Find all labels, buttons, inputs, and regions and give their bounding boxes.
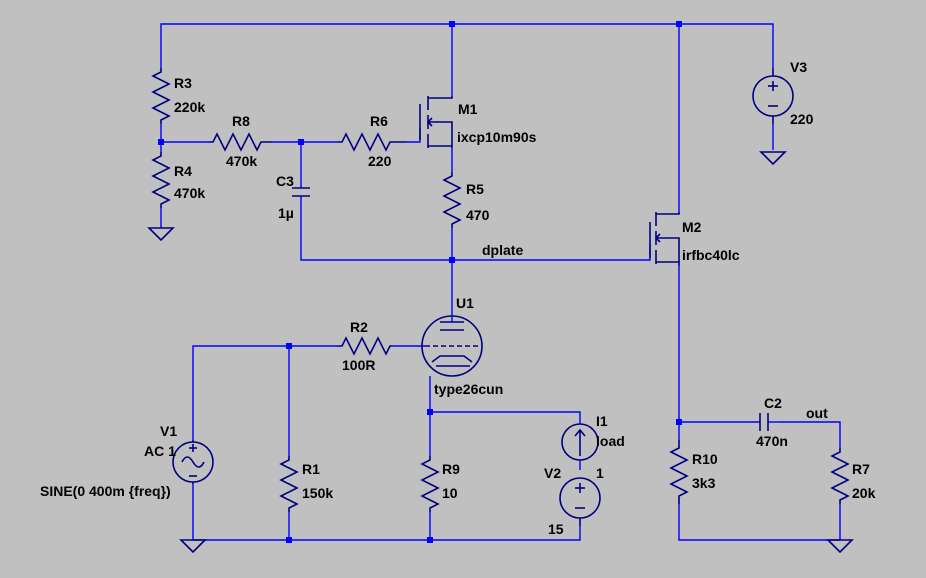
label-r5-name: R5	[466, 181, 484, 197]
voltage-source-v3[interactable]	[752, 68, 794, 124]
label-r1-name: R1	[302, 461, 320, 477]
label-r7-value: 20k	[852, 485, 876, 501]
label-r10-name: R10	[692, 451, 718, 467]
wire-r2-left[interactable]	[192, 345, 338, 440]
label-r8-value: 470k	[226, 153, 257, 169]
label-v1-value: AC 1	[144, 443, 176, 459]
wire-out[interactable]	[780, 421, 841, 448]
ground-v3	[759, 151, 787, 166]
label-net-dplate: dplate	[482, 242, 523, 258]
ground-v1	[179, 539, 207, 554]
label-c3-name: C3	[276, 173, 294, 189]
resistor-r10[interactable]	[669, 440, 689, 504]
voltage-source-v1[interactable]	[172, 440, 214, 484]
label-r10-value: 3k3	[692, 475, 716, 491]
triode-u1[interactable]	[421, 315, 483, 377]
label-v3-name: V3	[790, 59, 807, 75]
wire-r6-gate[interactable]	[406, 128, 421, 143]
label-u1-value: type26cun	[434, 381, 503, 397]
labels: R3 220k R4 470k R8 470k R6 220 C3 1µ M1 …	[40, 59, 876, 537]
label-i1-extra: 1	[596, 465, 604, 481]
label-r6-value: 220	[368, 153, 392, 169]
mosfet-m1[interactable]	[419, 96, 453, 148]
label-m2-value: irfbc40lc	[682, 247, 740, 263]
label-v3-value: 220	[790, 111, 814, 127]
label-c2-value: 470n	[756, 433, 788, 449]
resistor-r8[interactable]	[209, 132, 272, 152]
label-r2-value: 100R	[342, 357, 375, 373]
label-c2-name: C2	[764, 395, 782, 411]
junction-divider	[158, 139, 164, 145]
wire-r10-r7-ground[interactable]	[678, 504, 840, 541]
label-r1-value: 150k	[302, 485, 333, 501]
resistor-r5[interactable]	[442, 172, 462, 228]
wire-cathode-i1[interactable]	[430, 411, 581, 424]
junction-ground-r9	[427, 537, 433, 543]
mosfet-m2[interactable]	[649, 212, 680, 266]
junction-m2-source	[676, 419, 682, 425]
label-r4-name: R4	[174, 163, 192, 179]
label-v1-spice: SINE(0 400m {freq})	[40, 483, 171, 499]
label-r9-value: 10	[442, 485, 458, 501]
junction-top-m1	[449, 21, 455, 27]
resistor-r2[interactable]	[338, 336, 392, 356]
resistor-r1[interactable]	[279, 456, 299, 512]
junction-c3-top	[298, 139, 304, 145]
resistor-r4[interactable]	[151, 152, 171, 208]
label-r7-name: R7	[852, 461, 870, 477]
resistor-r9[interactable]	[420, 456, 440, 512]
capacitor-c2[interactable]	[759, 413, 780, 431]
wires	[160, 23, 841, 541]
label-v2-value: 15	[548, 521, 564, 537]
resistor-r7[interactable]	[830, 448, 850, 504]
wire-ground-bus[interactable]	[192, 484, 581, 541]
junction-cathode	[427, 409, 433, 415]
label-c3-value: 1µ	[278, 205, 294, 221]
label-r6-name: R6	[370, 113, 388, 129]
ground-r4	[147, 227, 175, 242]
junctions	[158, 21, 682, 543]
label-v2-name: V2	[544, 465, 561, 481]
label-r3-name: R3	[174, 75, 192, 91]
voltage-source-v2[interactable]	[559, 477, 601, 526]
current-source-i1[interactable]	[561, 423, 599, 461]
resistor-r6[interactable]	[338, 132, 406, 152]
ground-r7	[826, 539, 854, 554]
label-r5-value: 470	[466, 207, 490, 223]
capacitor-c3[interactable]	[292, 187, 310, 197]
wire-top-rail[interactable]	[160, 23, 774, 68]
label-r2-name: R2	[350, 319, 368, 335]
label-r3-value: 220k	[174, 99, 205, 115]
label-m2-name: M2	[682, 219, 702, 235]
label-u1-name: U1	[456, 295, 474, 311]
label-i1-value: load	[596, 433, 625, 449]
junction-top-m2	[676, 21, 682, 27]
label-i1-name: I1	[596, 413, 608, 429]
label-v1-name: V1	[160, 423, 177, 439]
label-r9-name: R9	[442, 461, 460, 477]
junction-r2-r1	[286, 343, 292, 349]
label-r8-name: R8	[232, 113, 250, 129]
junction-ground-r1	[286, 537, 292, 543]
label-m1-name: M1	[458, 101, 478, 117]
label-m1-value: ixcp10m90s	[457, 129, 537, 145]
resistor-r3[interactable]	[151, 68, 171, 124]
wire-c3-dplate[interactable]	[300, 196, 651, 261]
label-r4-value: 470k	[174, 185, 205, 201]
junction-dplate	[449, 257, 455, 263]
label-net-out: out	[806, 405, 828, 421]
